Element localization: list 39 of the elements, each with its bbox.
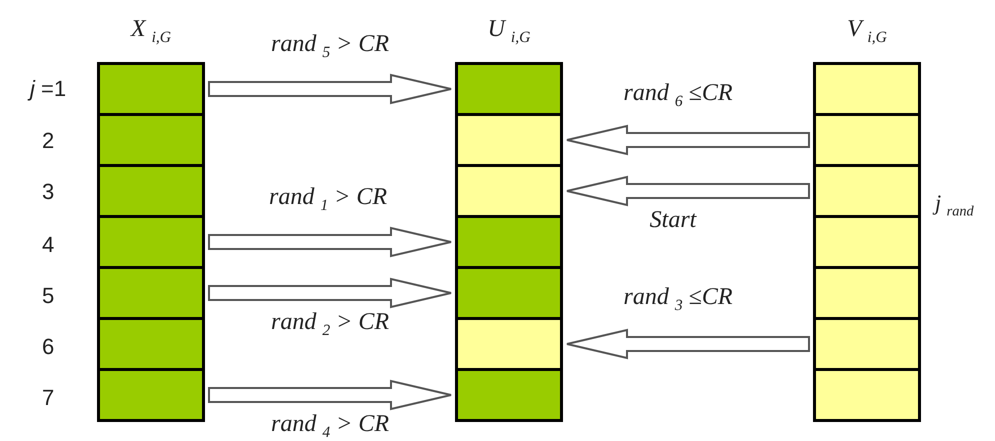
vector-heading: U $_{i,G}$ — [486, 16, 532, 47]
block-arrow — [566, 176, 810, 206]
vector-cell — [455, 266, 563, 320]
vector-cell — [455, 368, 563, 422]
row-index: 5 — [42, 283, 54, 309]
vector-cell — [813, 368, 921, 422]
block-arrow — [566, 328, 810, 360]
vector-heading: X $_{i,G}$ — [129, 16, 172, 47]
vector-cell — [97, 317, 205, 371]
vector-cell — [455, 215, 563, 269]
vector-heading: V $_{i,G}$ — [846, 16, 888, 47]
row-index: j =1 — [30, 76, 66, 102]
vector-cell — [813, 164, 921, 218]
vector-cell — [813, 266, 921, 320]
row-index: 3 — [42, 179, 54, 205]
vector-cell — [97, 266, 205, 320]
vector-cell — [813, 317, 921, 371]
vector-cell — [97, 368, 205, 422]
vector-cell — [97, 62, 205, 116]
vector-cell — [455, 113, 563, 167]
row-index: 2 — [42, 128, 54, 154]
row-index: 6 — [42, 334, 54, 360]
vector-cell — [97, 113, 205, 167]
block-arrow — [208, 380, 452, 410]
row-index: 4 — [42, 232, 54, 258]
row-index: 7 — [42, 385, 54, 411]
vector-cell — [455, 317, 563, 371]
block-arrow — [208, 226, 452, 258]
vector-cell — [813, 215, 921, 269]
vector-cell — [97, 215, 205, 269]
block-arrow — [208, 74, 452, 104]
vector-cell — [813, 62, 921, 116]
block-arrow — [208, 278, 452, 308]
vector-cell — [455, 164, 563, 218]
vector-cell — [97, 164, 205, 218]
vector-cell — [455, 62, 563, 116]
vector-cell — [813, 113, 921, 167]
index-label: j $_{rand}$ — [935, 190, 974, 220]
block-arrow — [566, 124, 810, 156]
